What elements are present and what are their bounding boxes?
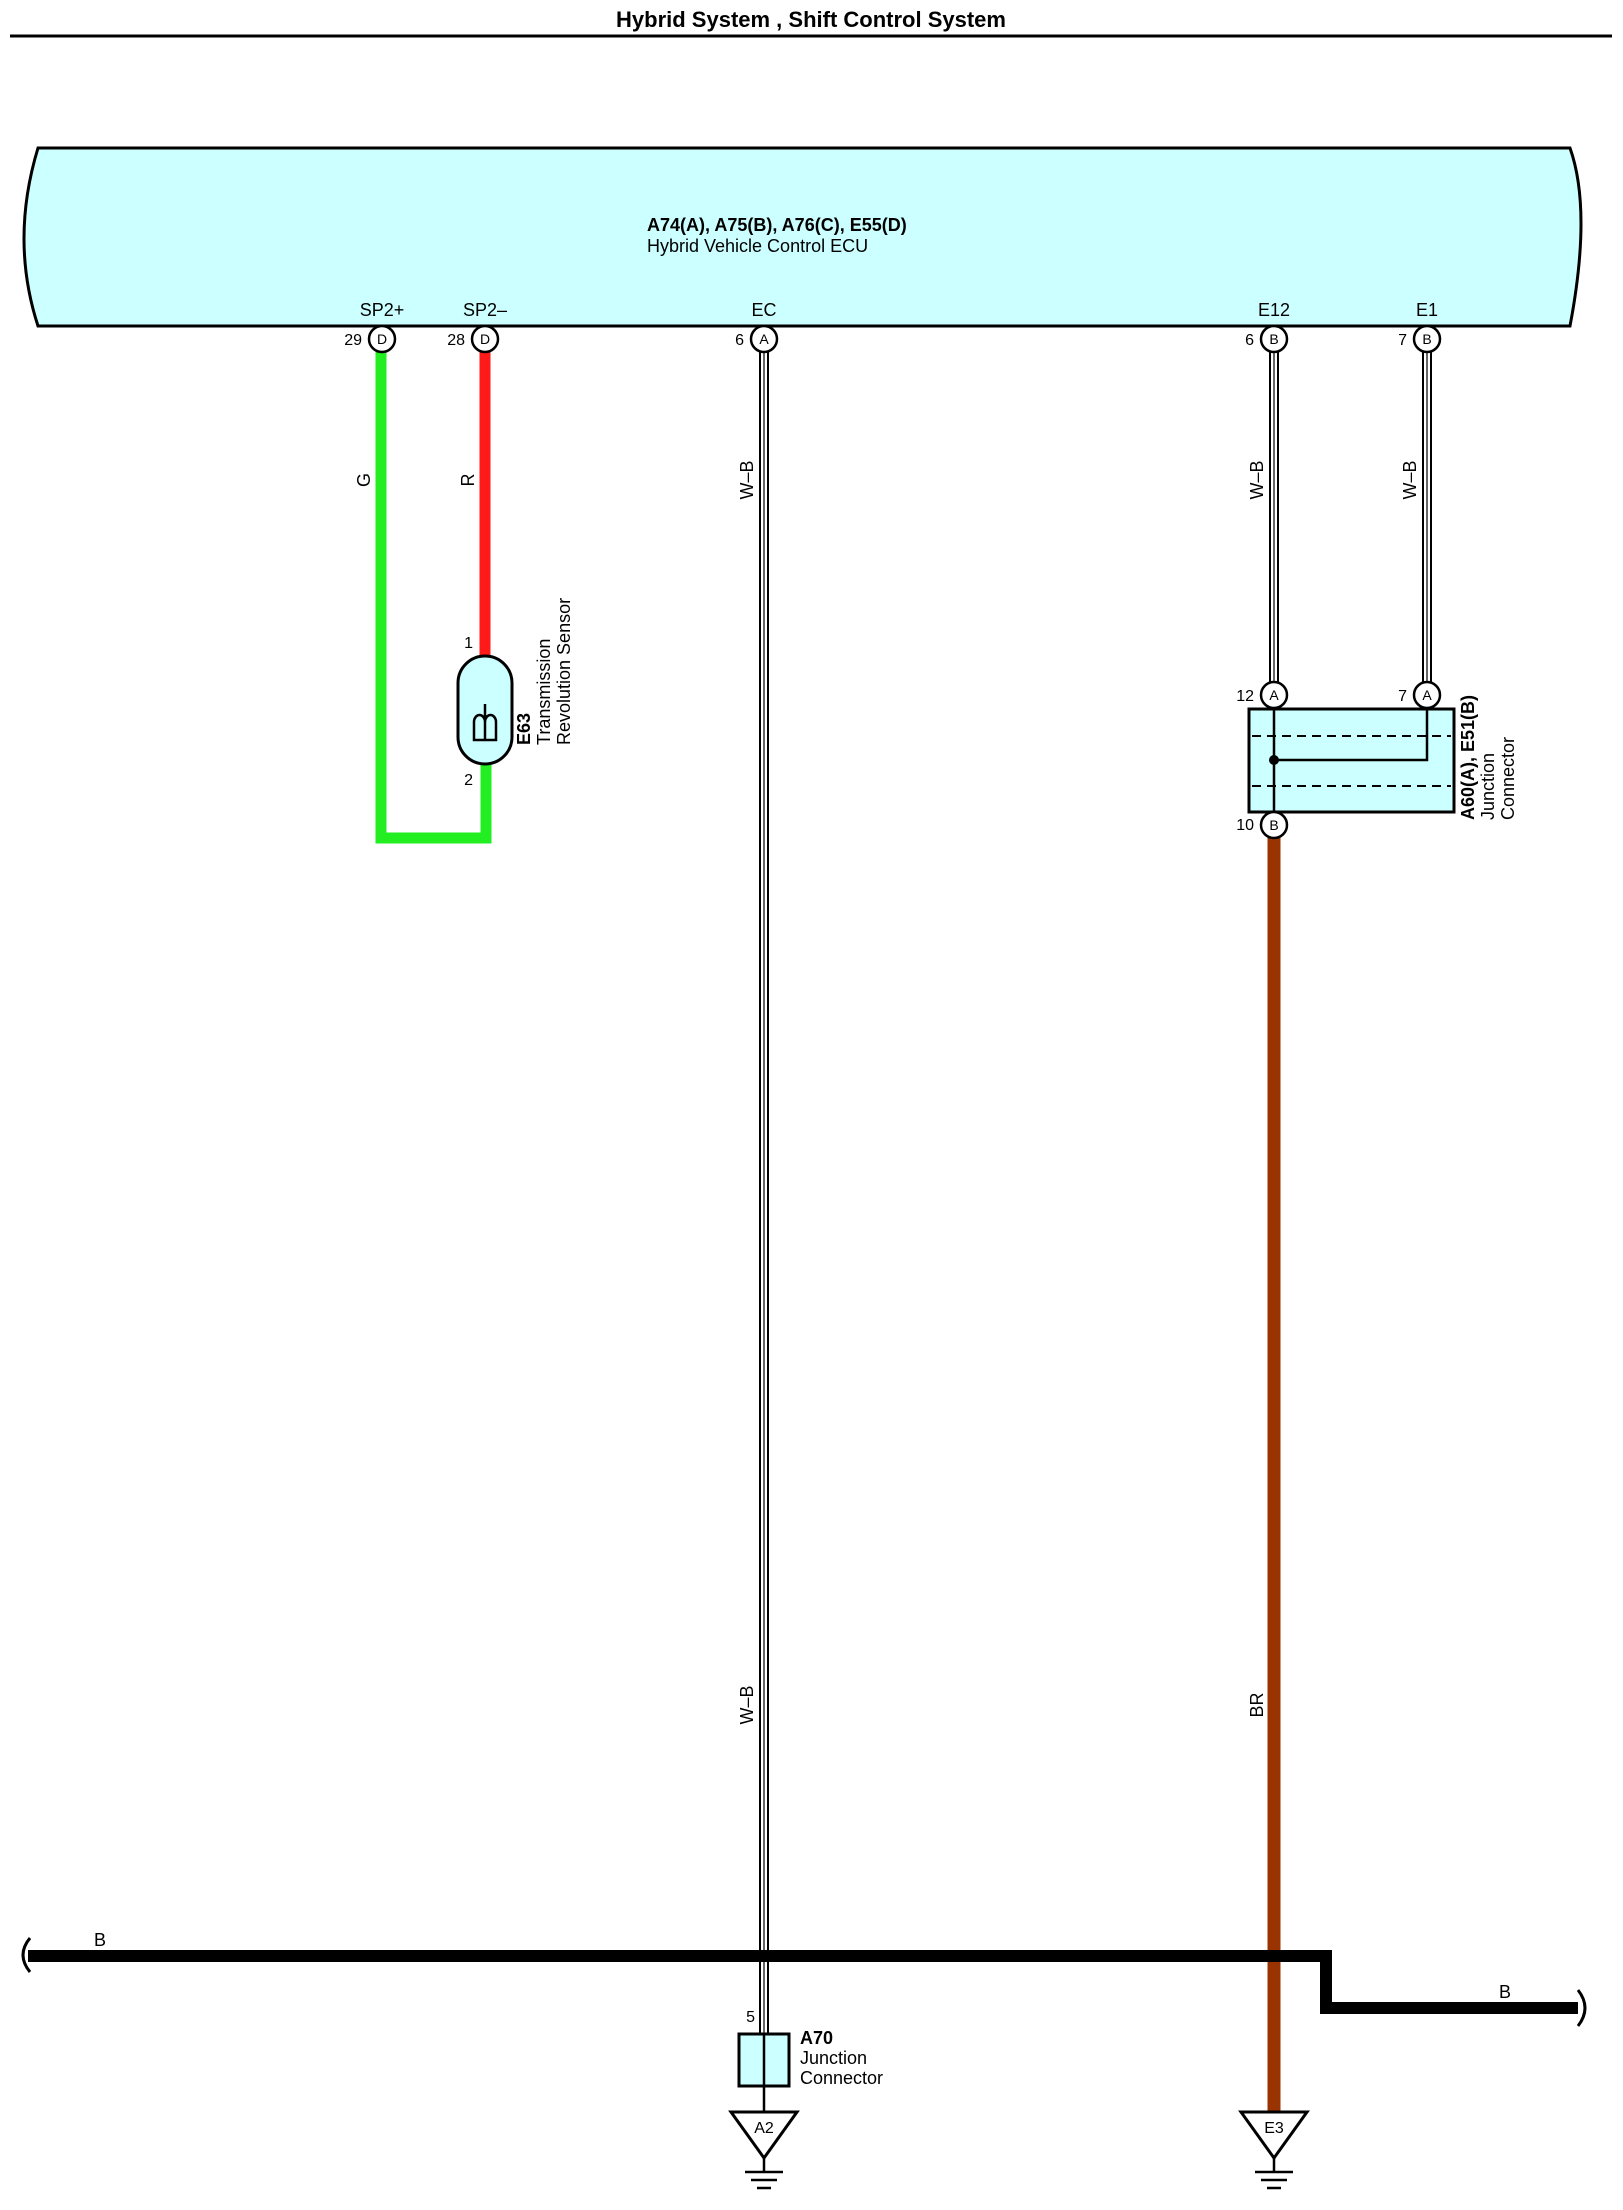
ground-bus-left-wave (21, 1937, 32, 1973)
pin-conn-28: D (480, 331, 490, 347)
ecu-connectors-label: A74(A), A75(B), A76(C), E55(D) (647, 215, 907, 235)
terminal-name-e12: E12 (1258, 300, 1290, 320)
wire-label-br: BR (1247, 1692, 1267, 1717)
junction-splice-dot (1269, 755, 1279, 765)
terminal-name-ec: EC (751, 300, 776, 320)
pin-conn-29: D (377, 331, 387, 347)
ecu-box (22, 146, 1583, 328)
pin-conn-e1: B (1422, 331, 1431, 347)
junction-id: A60(A), E51(B) (1458, 695, 1478, 820)
pin-number-28: 28 (447, 332, 465, 349)
ecu-pin-e1: 7 B (1398, 324, 1442, 354)
page-title: Hybrid System , Shift Control System (616, 7, 1006, 32)
junction-pin-bottom-number: 10 (1236, 817, 1254, 834)
sensor-pin-bottom: 2 (464, 772, 473, 789)
ground-e3: E3 (1238, 2110, 1310, 2190)
ecu-pin-ec: 6 A (735, 324, 779, 354)
sensor-name-line1: Transmission (534, 639, 554, 745)
pin-conn-ec: A (759, 331, 769, 347)
sensor-pin-top: 1 (464, 635, 473, 652)
ground-a2: A2 (728, 2110, 800, 2190)
junction-pin-left-number: 12 (1236, 688, 1254, 705)
pin-number-e1: 7 (1398, 332, 1407, 349)
ecu-pin-e12: 6 B (1245, 324, 1289, 354)
wire-sp2p-green (375, 352, 492, 844)
wire-label-e1: W–B (1400, 460, 1420, 499)
junction-name-line1: Junction (1478, 753, 1498, 820)
ground-symbol-icon (1255, 2158, 1293, 2190)
sensor-id: E63 (514, 713, 534, 745)
a70-name-line2: Connector (800, 2068, 883, 2088)
junction-pin-bottom-conn: B (1269, 817, 1278, 833)
ecu-pin-sp2m: 28 D (447, 324, 500, 354)
ground-bus-black (28, 1950, 1578, 2014)
junction-connector-a60-e51: 12 A 7 A 10 B A60(A), E51(B) Junction Co… (1236, 680, 1518, 840)
terminal-name-sp2p: SP2+ (360, 300, 405, 320)
ground-bus-right-wave (1576, 1989, 1587, 2027)
junction-internal-link (1274, 709, 1429, 762)
terminal-name-e1: E1 (1416, 300, 1438, 320)
a70-name-line1: Junction (800, 2048, 867, 2068)
pin-number-ec: 6 (735, 332, 744, 349)
a70-id: A70 (800, 2028, 833, 2048)
junction-pin-right-conn: A (1422, 687, 1432, 703)
sensor-name-line2: Revolution Sensor (554, 598, 574, 745)
coil-icon (472, 704, 498, 742)
ground-id-a2: A2 (754, 2120, 774, 2137)
junction-pin-left-conn: A (1269, 687, 1279, 703)
a70-pin-number: 5 (746, 2009, 755, 2026)
pin-number-e12: 6 (1245, 332, 1254, 349)
pin-conn-e12: B (1269, 331, 1278, 347)
ground-triangle-a2 (728, 2110, 800, 2161)
wire-label-sp2m: R (458, 474, 478, 487)
ecu-name-label: Hybrid Vehicle Control ECU (647, 236, 868, 256)
ground-symbol-icon (745, 2158, 783, 2190)
wire-label-bus-right: B (1499, 1982, 1511, 2002)
wire-label-sp2p: G (354, 473, 374, 487)
ecu-pin-sp2p: 29 D (344, 324, 397, 354)
ground-triangle-e3 (1238, 2110, 1310, 2161)
wire-label-ec-top: W–B (737, 460, 757, 499)
ground-id-e3: E3 (1264, 2120, 1284, 2137)
junction-name-line2: Connector (1498, 737, 1518, 820)
terminal-name-sp2m: SP2– (463, 300, 507, 320)
pin-number-29: 29 (344, 332, 362, 349)
wire-label-bus-left: B (94, 1930, 106, 1950)
wire-label-e12: W–B (1247, 460, 1267, 499)
junction-connector-a70: 5 A70 Junction Connector (737, 2009, 883, 2112)
sensor-e63: 1 2 E63 Transmission Revolution Sensor (456, 598, 574, 789)
wire-label-ec-bottom: W–B (737, 1685, 757, 1724)
junction-pin-right-number: 7 (1398, 688, 1407, 705)
